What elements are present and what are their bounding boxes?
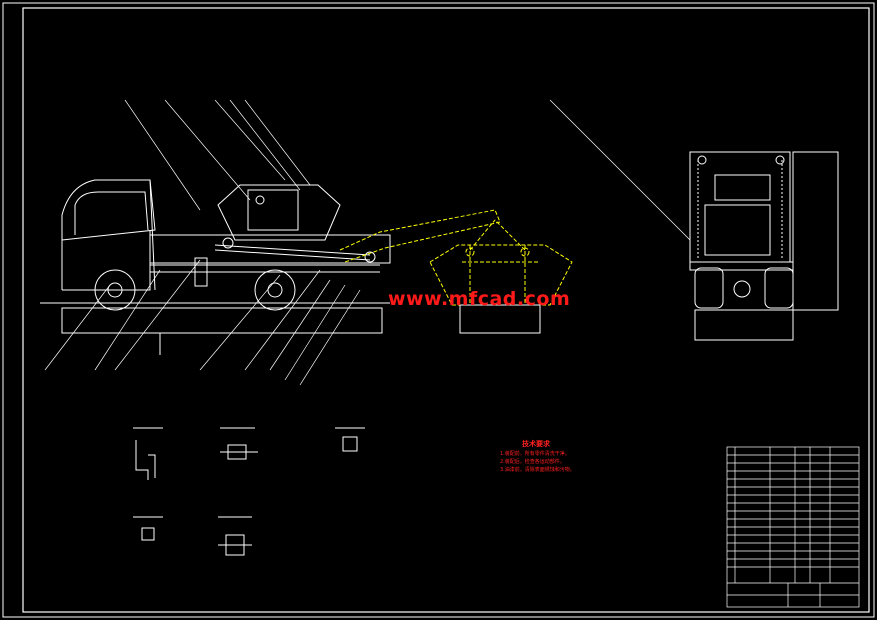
leader-lines [44,99,691,386]
inner-frame [22,7,870,613]
section-details [133,427,365,556]
technical-note-line: 3.油漆前，清除表面锈蚀和污物。 [500,467,575,473]
technical-notes: 技术要求 1.装配前，所有零件清洗干净。 2.装配后，检查各运动部件。 3.油漆… [500,440,575,474]
technical-notes-title: 技术要求 [522,440,550,448]
lifted-container [339,209,573,334]
technical-note-line: 2.装配后，检查各运动部件。 [500,459,565,465]
title-block [726,446,860,608]
truck-rear-view [689,151,839,341]
watermark: www.mfcad.com [388,288,571,310]
technical-note-line: 1.装配前，所有零件清洗干净。 [500,451,570,457]
truck-side-view [40,179,391,355]
